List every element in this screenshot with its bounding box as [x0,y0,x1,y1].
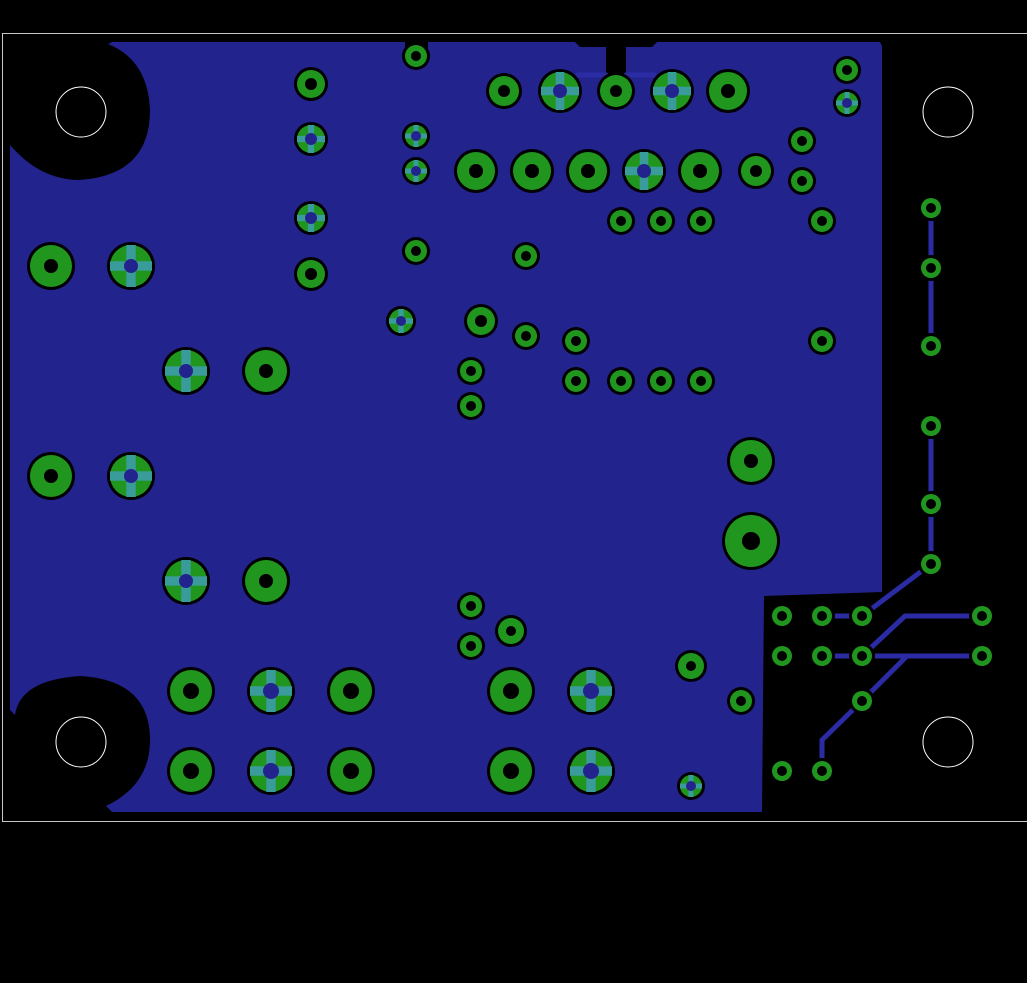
mount-hole-top-left [55,86,107,138]
large-pad-23 [567,667,615,715]
small-pad-27 [918,255,944,281]
mount-hole-bottom-left [55,716,107,768]
pads [27,42,995,800]
small-pad-5 [833,89,861,117]
small-pad-14 [562,327,590,355]
medium-pad-6 [464,304,498,338]
medium-pad-7 [386,306,416,336]
large-pad-1 [107,242,155,290]
large-pad-7 [242,557,290,605]
small-pad-0 [402,42,430,70]
large-pad-0 [27,242,75,290]
large-pad-11 [706,69,750,113]
small-pad-11 [808,207,836,235]
small-pad-24 [727,687,755,715]
medium-pad-0 [294,67,328,101]
mounting-holes [55,86,974,768]
mount-hole-bottom-right [922,716,974,768]
small-pad-35 [969,603,995,629]
large-pad-13 [510,149,554,193]
medium-pad-1 [294,122,328,156]
medium-pad-3 [294,257,328,291]
large-pad-15 [622,149,666,193]
small-pad-37 [809,643,835,669]
large-pad-20 [247,667,295,715]
small-pad-41 [769,758,795,784]
small-pad-13 [512,322,540,350]
small-pad-9 [647,207,675,235]
small-pad-33 [809,603,835,629]
large-pad-10 [650,69,694,113]
large-pad-2 [27,452,75,500]
large-pad-14 [566,149,610,193]
medium-pad-5 [738,153,774,189]
trace-diag-1 [859,613,985,659]
small-pad-38 [849,643,875,669]
small-pad-16 [457,357,485,385]
small-pad-42 [809,758,835,784]
large-pad-12 [454,149,498,193]
small-pad-1 [402,122,430,150]
large-pad-27 [487,747,535,795]
small-pad-19 [607,367,635,395]
small-pad-3 [402,237,430,265]
small-pad-22 [457,592,485,620]
large-pad-16 [678,149,722,193]
medium-pad-2 [294,201,328,235]
large-pad-8 [538,69,582,113]
large-pad-4 [162,347,210,395]
large-pad-25 [247,747,295,795]
small-pad-2 [402,157,430,185]
small-pad-18 [562,367,590,395]
medium-pad-8 [675,650,707,682]
small-pad-31 [918,551,944,577]
small-pad-21 [687,367,715,395]
small-pad-25 [677,772,705,800]
small-pad-4 [833,56,861,84]
small-pad-15 [808,327,836,355]
large-pad-22 [487,667,535,715]
large-pad-5 [242,347,290,395]
small-pad-30 [918,491,944,517]
small-pad-32 [769,603,795,629]
large-pad-26 [327,747,375,795]
mount-hole-top-right [922,86,974,138]
large-pad-21 [327,667,375,715]
large-pad-28 [567,747,615,795]
large-pad-18 [722,512,780,570]
large-pad-6 [162,557,210,605]
large-pad-19 [167,667,215,715]
small-pad-12 [512,242,540,270]
small-pad-34 [849,603,875,629]
large-pad-24 [167,747,215,795]
small-pad-26 [918,195,944,221]
small-pad-7 [788,167,816,195]
small-pad-10 [687,207,715,235]
medium-pad-4 [486,73,522,109]
small-pad-6 [788,127,816,155]
small-pad-20 [647,367,675,395]
small-pad-40 [849,688,875,714]
small-pad-8 [607,207,635,235]
board-outline [2,33,1027,822]
large-pad-9 [597,72,635,110]
small-pad-17 [457,392,485,420]
large-pad-3 [107,452,155,500]
medium-pad-9 [495,615,527,647]
small-pad-29 [918,413,944,439]
small-pad-39 [969,643,995,669]
small-pad-28 [918,333,944,359]
small-pad-36 [769,643,795,669]
small-pad-23 [457,632,485,660]
large-pad-17 [727,437,775,485]
